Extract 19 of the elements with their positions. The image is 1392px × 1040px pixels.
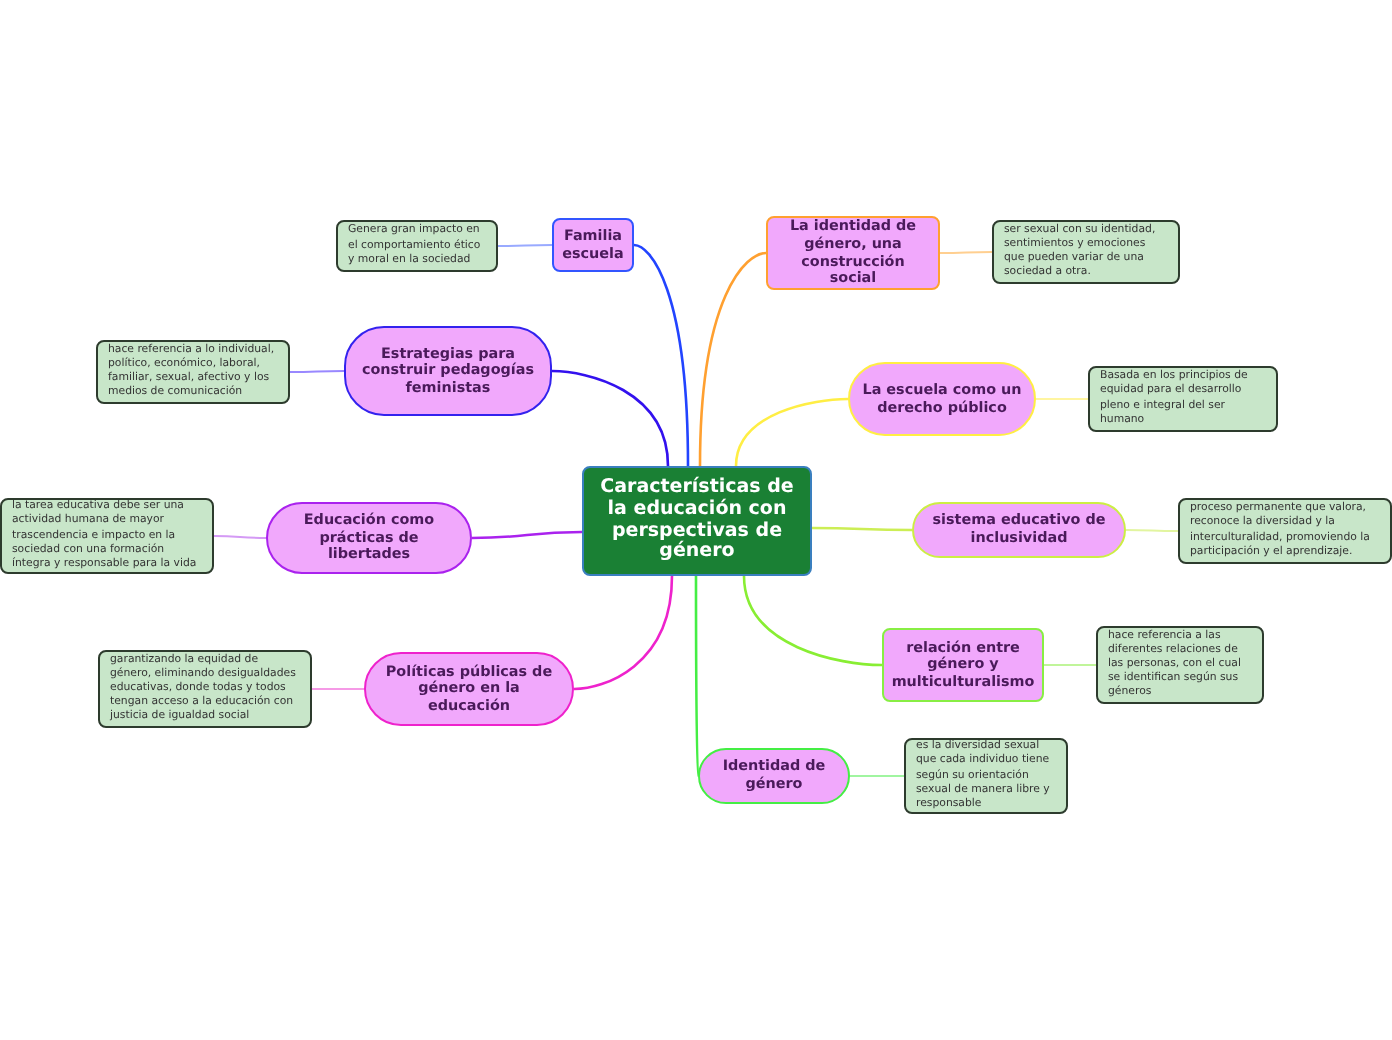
connector-line [497,244,553,247]
connector-line [1043,664,1097,666]
connector-line [551,369,670,467]
central-topic-box: Características de la educación con perspectivas de género [582,466,812,576]
connector-line [734,397,849,467]
connector-line [289,370,345,373]
connector-line [311,688,365,690]
connector-line [742,575,883,667]
connector-line [573,575,674,691]
connector-line [812,526,912,532]
connector-line [633,243,690,467]
connector-line [698,251,767,467]
connector-line [939,251,993,254]
connector-line [213,535,267,539]
connector-line [1035,398,1089,400]
connector-line [472,530,582,540]
connector-line [694,576,700,777]
connector-line [1125,529,1179,532]
connector-line [849,775,905,777]
